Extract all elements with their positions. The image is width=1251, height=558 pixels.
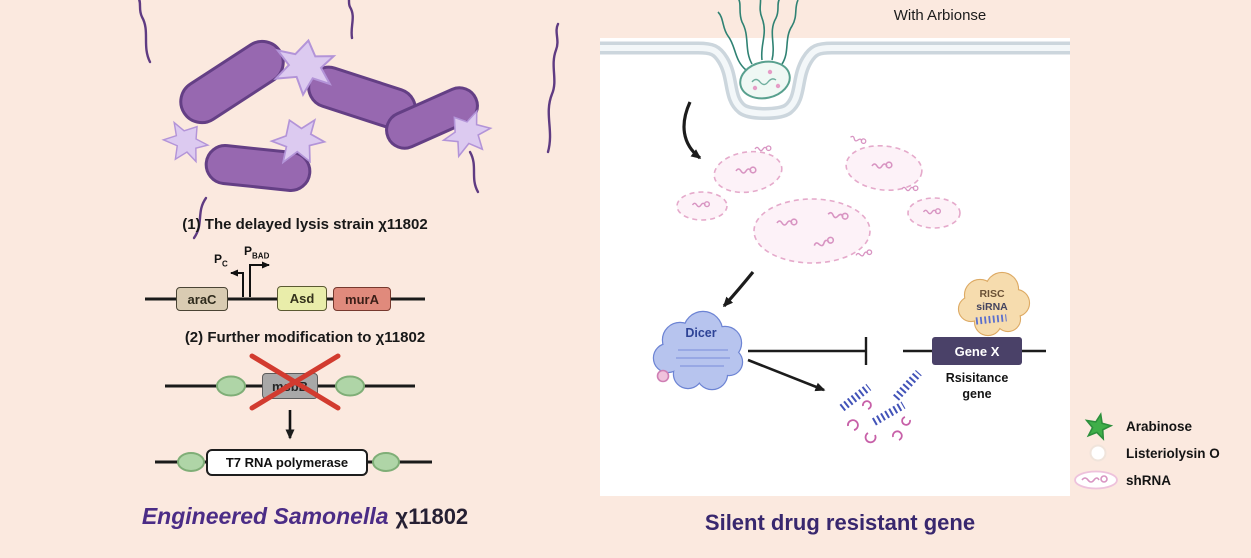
promoter-pc-label: PC: [214, 252, 228, 269]
green-oval: [372, 452, 400, 472]
gene-box-arac: araC: [176, 287, 228, 311]
gene-box-t7-rna-polymerase: T7 RNA polymerase: [206, 449, 368, 476]
gene-box-asd: Asd: [277, 286, 327, 311]
gene-x-box: Gene X: [932, 337, 1022, 365]
right-caption: Silent drug resistant gene: [704, 510, 976, 535]
cell-membrane: [600, 41, 1070, 120]
step1-label: (1) The delayed lysis strain χ11802: [182, 216, 428, 233]
dicer-label: Dicer: [685, 326, 717, 340]
flagella: [717, 0, 799, 71]
shrna-legend-icon: [1074, 470, 1118, 490]
arabinose-star-icon: [1084, 412, 1114, 441]
dicer-blob: [652, 310, 744, 391]
right-panel-header: With Arbionse: [893, 7, 987, 24]
gene-box-mura: murA: [333, 287, 391, 311]
arrow-to-dicer: [722, 270, 755, 308]
vesicle: [676, 191, 728, 221]
cell-panel: [600, 38, 1070, 496]
legend-label-listeriolysin: Listeriolysin O: [1126, 446, 1220, 461]
legend-label-shrna: shRNA: [1126, 473, 1172, 488]
green-oval: [177, 452, 205, 472]
vesicle: [907, 197, 961, 229]
vesicle: [845, 144, 923, 192]
promoter-pbad-arrow: [249, 261, 270, 297]
sirna-label: siRNA: [976, 301, 1008, 313]
left-caption-strain: χ11802: [395, 504, 469, 529]
vesicle: [713, 150, 783, 194]
listeriolysin-icon: [1089, 444, 1107, 462]
promoter-pc-arrow: [230, 269, 244, 297]
red-cross-icon: [249, 353, 341, 411]
step2-label: (2) Further modification to χ11802: [184, 329, 426, 346]
legend-label-arabinose: Arabinose: [1126, 419, 1193, 434]
flagellum: [138, 0, 560, 240]
dicer-pam-dot: [656, 369, 670, 383]
risc-label: RISC: [979, 288, 1005, 300]
risc-blob: [957, 271, 1031, 337]
left-caption-main: Engineered Samonella: [141, 503, 389, 529]
green-oval: [335, 375, 365, 397]
sirna-fragments: [842, 373, 919, 444]
resistance-gene-label: Rsisitance gene: [945, 371, 1009, 401]
legend-icons: [1074, 412, 1118, 490]
promoter-pbad-label: PBAD: [244, 244, 270, 261]
invading-bacterium: [717, 0, 799, 100]
inhibition-line: [748, 337, 868, 365]
green-oval: [216, 375, 246, 397]
entry-arrow: [682, 101, 702, 160]
arrow-to-sirna: [747, 358, 826, 392]
bacteria-cluster: [138, 0, 560, 240]
